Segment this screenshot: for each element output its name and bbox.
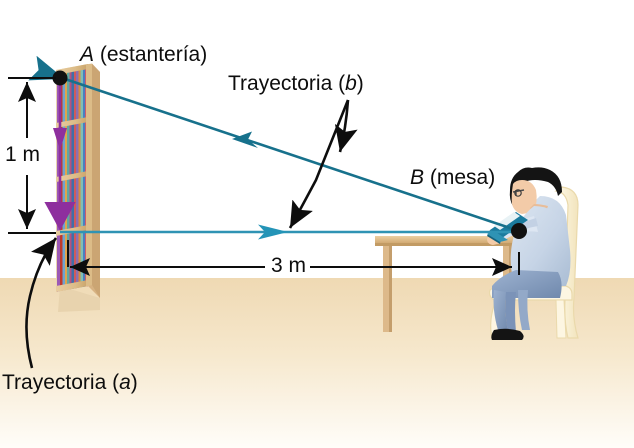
label-point-a-text: (estantería) (94, 43, 208, 66)
height-dimension (8, 77, 56, 234)
label-trajectory-a: Trayectoria (a) (2, 372, 138, 393)
trajectory-b-line (28, 55, 520, 233)
distance-dimension (67, 240, 520, 276)
label-distance-dimension: 3 m (268, 255, 310, 276)
label-trajectory-b-text: Trayectoria ( (228, 72, 346, 95)
trajectory-b-leader (288, 99, 358, 229)
label-point-b-symbol: B (410, 166, 425, 189)
label-height-dimension: 1 m (5, 143, 41, 166)
label-trajectory-b-close: ) (356, 72, 364, 95)
trajectory-a-line (60, 224, 519, 240)
point-a-marker (52, 70, 68, 86)
label-trajectory-a-symbol: a (119, 371, 131, 394)
label-trajectory-b: Trayectoria (b) (228, 73, 364, 94)
label-point-a: A (estantería) (80, 44, 207, 65)
vertical-drop-arrow (44, 79, 76, 231)
point-b-marker (511, 223, 527, 239)
trajectory-a-leader (25, 237, 58, 369)
floor (0, 278, 634, 448)
label-point-b: B (mesa) (410, 167, 495, 188)
label-point-b-text: (mesa) (424, 166, 496, 189)
label-trajectory-a-text: Trayectoria ( (2, 371, 120, 394)
label-point-a-symbol: A (80, 43, 95, 66)
label-trajectory-b-symbol: b (345, 72, 357, 95)
label-trajectory-a-close: ) (130, 371, 138, 394)
